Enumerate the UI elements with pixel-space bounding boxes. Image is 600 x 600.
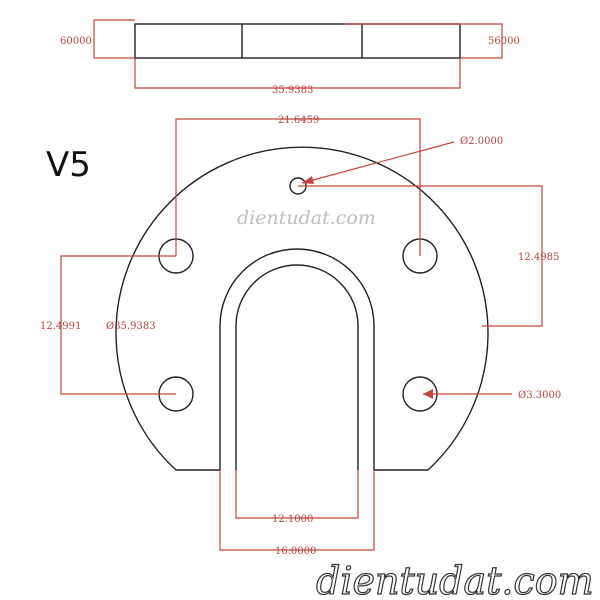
dim-hole-dia: Ø3.3000 bbox=[518, 390, 561, 401]
dim-line-right-vertical bbox=[298, 185, 543, 327]
dim-line-side-width bbox=[134, 58, 461, 89]
dim-line-left-vertical bbox=[60, 255, 176, 395]
dim-line-slot-outer bbox=[219, 470, 375, 551]
dim-right-vertical: 12.4985 bbox=[518, 252, 559, 263]
side-view-body bbox=[134, 23, 461, 59]
side-view bbox=[93, 19, 503, 89]
plate-outline bbox=[115, 146, 489, 471]
dim-left-vertical: 12.4991 bbox=[40, 321, 81, 332]
arrow-center-hole bbox=[302, 176, 314, 184]
dim-slot-inner: 12.1000 bbox=[272, 514, 313, 525]
dim-line-slot-inner bbox=[235, 470, 359, 519]
dim-hole-spacing: 21.6459 bbox=[278, 115, 319, 126]
watermark-center: dientudat.com bbox=[237, 207, 376, 229]
dim-center-hole-dia: Ø2.0000 bbox=[460, 136, 503, 147]
dim-line-hole-spacing bbox=[175, 118, 421, 256]
arrow-hole-dia bbox=[423, 389, 433, 399]
slot-inner-outline bbox=[235, 264, 359, 470]
dim-side-right: 56000 bbox=[488, 36, 520, 47]
dim-slot-outer: 16.0000 bbox=[275, 546, 316, 557]
view-label: V5 bbox=[46, 145, 91, 185]
leader-center-hole bbox=[301, 141, 455, 184]
watermark-corner: dientudat.com bbox=[316, 559, 594, 600]
dim-outer-dia: Ø35.9383 bbox=[106, 321, 156, 332]
dim-side-left: 60000 bbox=[60, 36, 92, 47]
dim-side-width: 35.9383 bbox=[272, 85, 313, 96]
dim-line-side-right bbox=[345, 23, 503, 59]
